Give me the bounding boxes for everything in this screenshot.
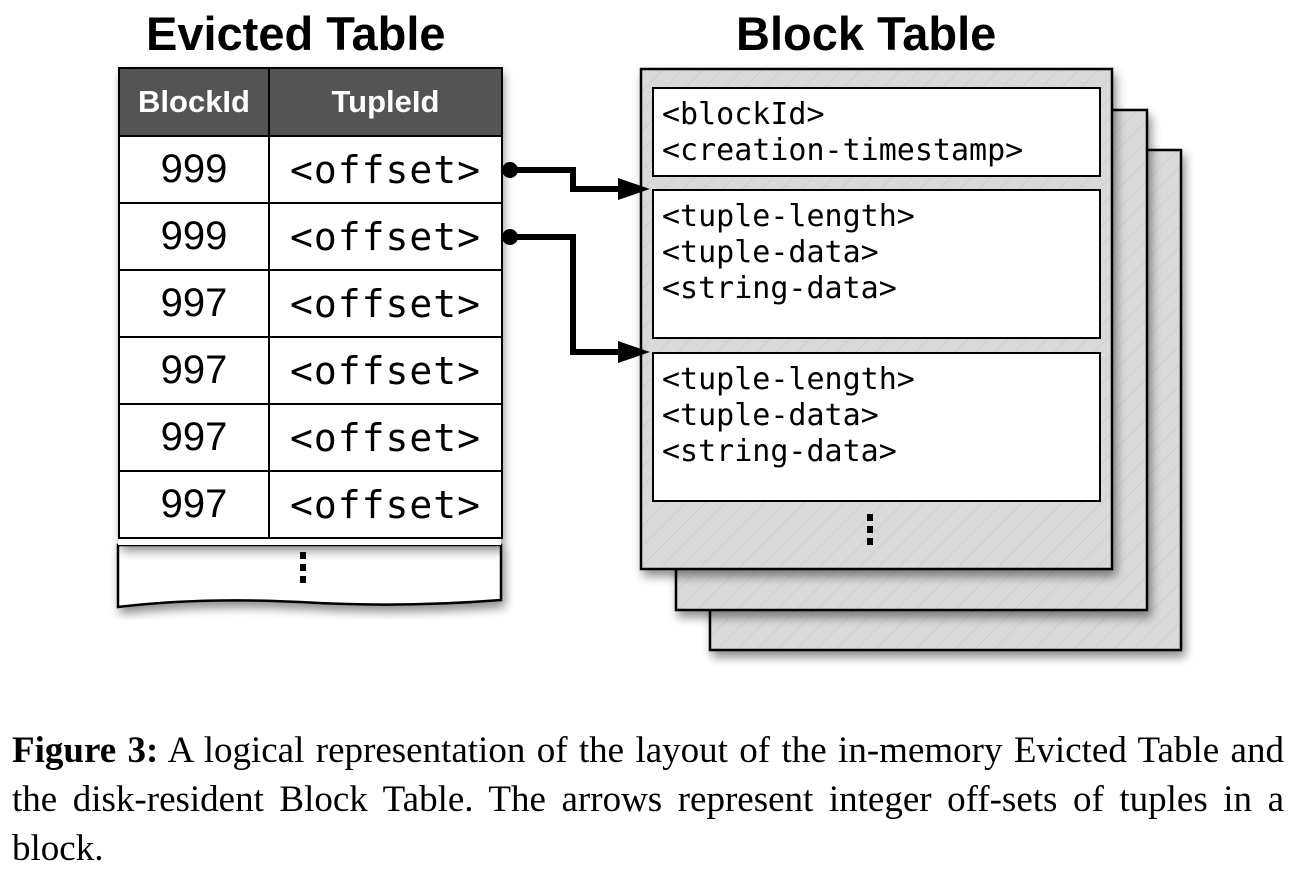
evicted-table: BlockId TupleId 999 <offset> 999 <offset… [118, 67, 503, 539]
table-row: 997 <offset> [118, 336, 503, 405]
block-header: <blockId><creation-timestamp> [652, 87, 1101, 177]
evicted-table-grid: BlockId TupleId 999 <offset> 999 <offset… [118, 67, 503, 539]
offset-arrow-2 [510, 234, 620, 355]
block-id-cell: 997 [118, 269, 270, 338]
tuple-id-cell: <offset> [268, 269, 503, 338]
block-id-cell: 997 [118, 470, 270, 539]
block-id-cell: 999 [118, 135, 270, 204]
column-header-blockid: BlockId [118, 67, 270, 137]
offset-arrow-1-head [618, 178, 650, 200]
block-id-cell: 997 [118, 403, 270, 472]
column-header-tupleid: TupleId [268, 67, 503, 137]
tuple-id-cell: <offset> [268, 202, 503, 271]
block-table-title: Block Table [736, 7, 997, 60]
tuple-field: <tuple-data> [662, 398, 879, 433]
tuple-record: <tuple-length><tuple-data><string-data> [652, 189, 1101, 339]
evicted-table-title: Evicted Table [146, 7, 446, 60]
eviction-diagram: Evicted Table Block Table BlockId TupleI… [116, 7, 1183, 652]
block-table-continuation-ellipsis [867, 514, 877, 554]
offset-arrow-2-head [618, 341, 650, 363]
table-row: 997 <offset> [118, 269, 503, 338]
table-row: 997 <offset> [118, 403, 503, 472]
block-id-cell: 999 [118, 202, 270, 271]
evicted-table-header-row: BlockId TupleId [118, 67, 503, 137]
block-id-cell: 997 [118, 336, 270, 405]
evicted-table-continuation-ellipsis [300, 552, 312, 592]
table-row: 997 <offset> [118, 470, 503, 539]
figure-caption: Figure 3: A logical representation of th… [12, 726, 1284, 873]
figure-caption-text: A logical representation of the layout o… [12, 730, 1284, 869]
tuple-id-cell: <offset> [268, 470, 503, 539]
tuple-field: <string-data> [662, 434, 897, 469]
table-row: 999 <offset> [118, 135, 503, 204]
tuple-field: <tuple-data> [662, 235, 879, 270]
figure-label: Figure 3: [12, 730, 159, 771]
tuple-record: <tuple-length><tuple-data><string-data> [652, 352, 1101, 502]
tuple-field: <tuple-length> [662, 199, 915, 234]
table-row: 999 <offset> [118, 202, 503, 271]
block-header-field: <blockId> [662, 97, 825, 132]
tuple-id-cell: <offset> [268, 403, 503, 472]
tuple-id-cell: <offset> [268, 336, 503, 405]
block-header-field: <creation-timestamp> [662, 133, 1024, 168]
tuple-id-cell: <offset> [268, 135, 503, 204]
offset-arrow-1 [510, 167, 620, 192]
tuple-field: <tuple-length> [662, 362, 915, 397]
tuple-field: <string-data> [662, 271, 897, 306]
evicted-table-bottom [116, 543, 503, 609]
